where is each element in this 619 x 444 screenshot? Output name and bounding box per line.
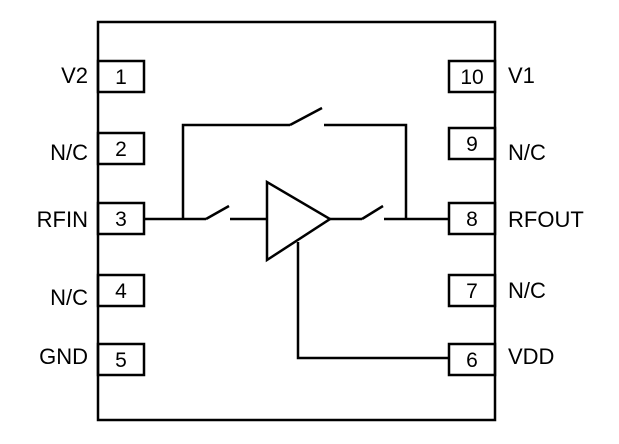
pin-number: 8 — [466, 208, 478, 231]
pin-label: GND — [39, 344, 88, 369]
bypass-trace-left — [181, 123, 290, 219]
bypass-switch — [289, 106, 323, 127]
pin-box-1 — [96, 59, 146, 94]
amplifier-symbol — [265, 179, 333, 263]
pin-label: RFOUT — [508, 207, 584, 232]
pin-label: N/C — [50, 140, 88, 165]
pin-box-2 — [96, 131, 146, 166]
pin-number: 1 — [115, 66, 127, 89]
right-pins: 10 9 8 7 6 V1 N/C RFOUT N/C VDD — [447, 59, 584, 377]
left-pins: 1 2 3 4 5 V2 N/C RFIN N/C GND — [37, 59, 146, 377]
pin-box-5 — [96, 342, 146, 377]
package-body — [96, 20, 497, 422]
pin-label: VDD — [508, 344, 554, 369]
pin-number: 6 — [466, 349, 478, 372]
pin-label: N/C — [508, 140, 546, 165]
pin-label: RFIN — [37, 207, 88, 232]
pin-box-4 — [96, 273, 146, 308]
bypass-trace-right — [324, 123, 408, 219]
pin-box-7 — [447, 273, 497, 308]
pin-number: 9 — [466, 133, 478, 156]
pin-box-9 — [447, 126, 497, 161]
pin-number: 2 — [115, 138, 127, 161]
pin-label: N/C — [50, 285, 88, 310]
internal-circuit — [144, 106, 449, 360]
pin-number: 10 — [460, 66, 483, 89]
pin-number: 3 — [115, 208, 127, 231]
pin-label: N/C — [508, 278, 546, 303]
input-switch — [205, 204, 230, 221]
vdd-trace — [296, 242, 449, 360]
pin-number: 5 — [115, 349, 127, 372]
output-switch — [361, 204, 384, 221]
pin-label: V2 — [61, 63, 88, 88]
pin-label: V1 — [508, 63, 535, 88]
pin-number: 4 — [115, 280, 127, 303]
pin-number: 7 — [466, 280, 478, 303]
pin-box-6 — [447, 342, 497, 377]
pin-box-10 — [447, 59, 497, 94]
